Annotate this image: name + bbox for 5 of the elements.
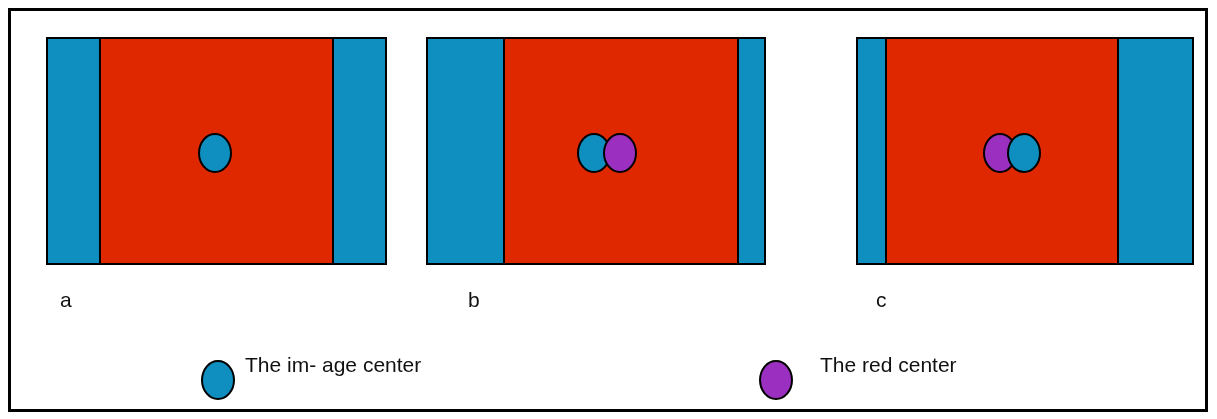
panel-letter: b <box>468 288 480 312</box>
legend-text: The red center <box>820 353 957 377</box>
legend-text: The im- age center <box>245 353 422 377</box>
panel-letter: c <box>876 288 887 312</box>
panel-letter: a <box>60 288 72 312</box>
